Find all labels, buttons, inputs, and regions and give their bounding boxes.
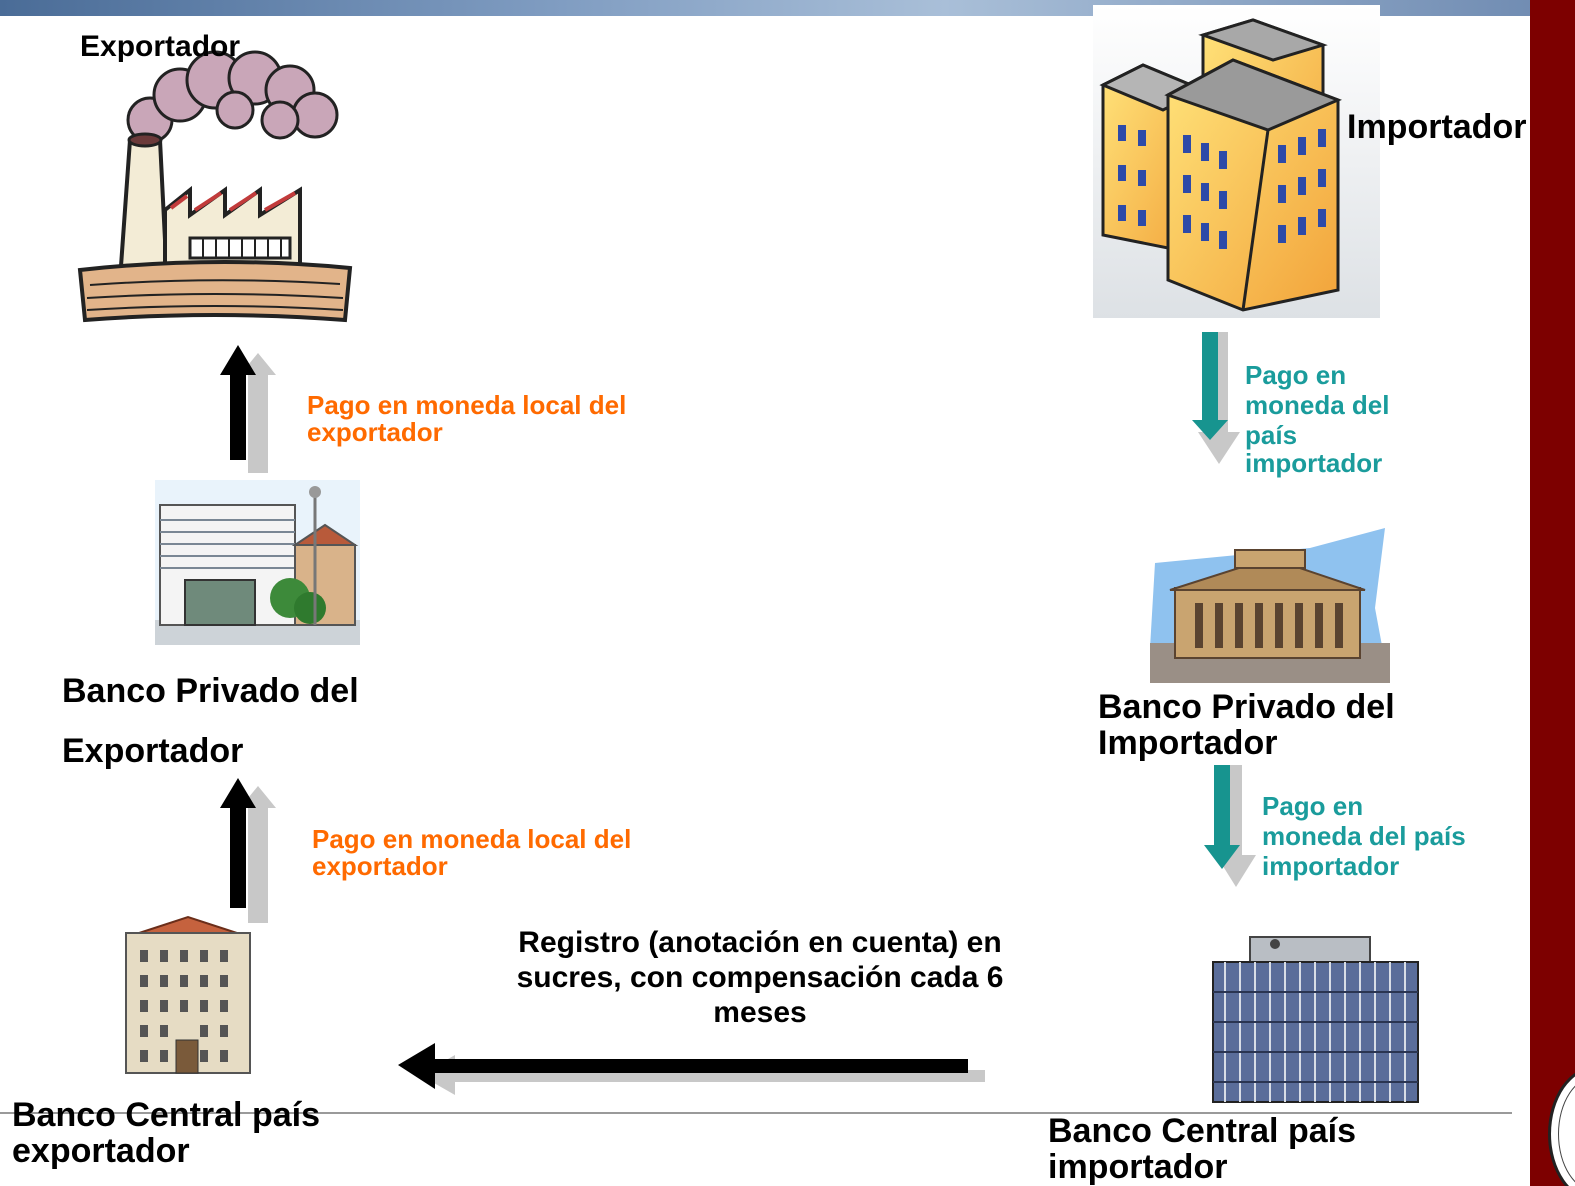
payment-label-importer-upper-line4: importador — [1245, 448, 1383, 478]
central-bank-importer-line1: Banco Central país — [1048, 1112, 1356, 1150]
importer-label: Importador — [1347, 108, 1527, 146]
bottom-divider-line — [0, 1112, 1512, 1114]
central-bank-exporter-line1: Banco Central país — [12, 1096, 320, 1134]
private-bank-importer-line2: Importador — [1098, 724, 1278, 762]
registry-text-line3: meses — [713, 996, 807, 1029]
private-bank-importer-line1: Banco Privado del — [1098, 688, 1395, 726]
exporter-label: Exportador — [80, 30, 241, 63]
private-bank-exporter-line1: Banco Privado del — [62, 672, 359, 710]
payment-label-importer-lower-line1: Pago en — [1262, 791, 1364, 821]
office-buildings-icon — [1093, 5, 1380, 318]
payment-label-exporter-lower-line2: exportador — [312, 851, 448, 881]
payment-label-exporter-lower-line1: Pago en moneda local del — [312, 824, 632, 854]
arrow-up-exporter-upper — [220, 345, 276, 473]
registry-text-line2: sucres, con compensación cada 6 — [516, 961, 1004, 994]
central-bank-exporter-line2: exportador — [12, 1132, 190, 1170]
payment-label-importer-lower-line3: importador — [1262, 851, 1400, 881]
central-bank-importer-line2: importador — [1048, 1148, 1228, 1186]
private-bank-importer-icon — [1150, 528, 1390, 683]
private-bank-exporter-line2: Exportador — [62, 732, 244, 770]
arrow-up-exporter-lower — [220, 778, 276, 923]
arrow-down-importer-upper — [1192, 332, 1240, 464]
arrow-down-importer-lower — [1204, 765, 1256, 887]
registry-text-line1: Registro (anotación en cuenta) en — [518, 926, 1002, 959]
central-bank-exporter-icon — [125, 915, 251, 1074]
payment-label-importer-lower-line2: moneda del país — [1262, 821, 1466, 851]
payment-label-importer-upper-line2: moneda del — [1245, 390, 1390, 420]
payment-label-importer-upper-line1: Pago en — [1245, 360, 1347, 390]
right-maroon-bar — [1530, 0, 1575, 1186]
arrow-left-registry — [398, 1043, 985, 1095]
payment-label-importer-upper-line3: país — [1245, 420, 1298, 450]
payment-label-exporter-upper-line2: exportador — [307, 417, 443, 447]
factory-icon — [77, 50, 353, 323]
private-bank-exporter-icon — [155, 480, 360, 645]
central-bank-importer-icon — [1212, 936, 1419, 1103]
payment-label-exporter-upper-line1: Pago en moneda local del — [307, 390, 627, 420]
